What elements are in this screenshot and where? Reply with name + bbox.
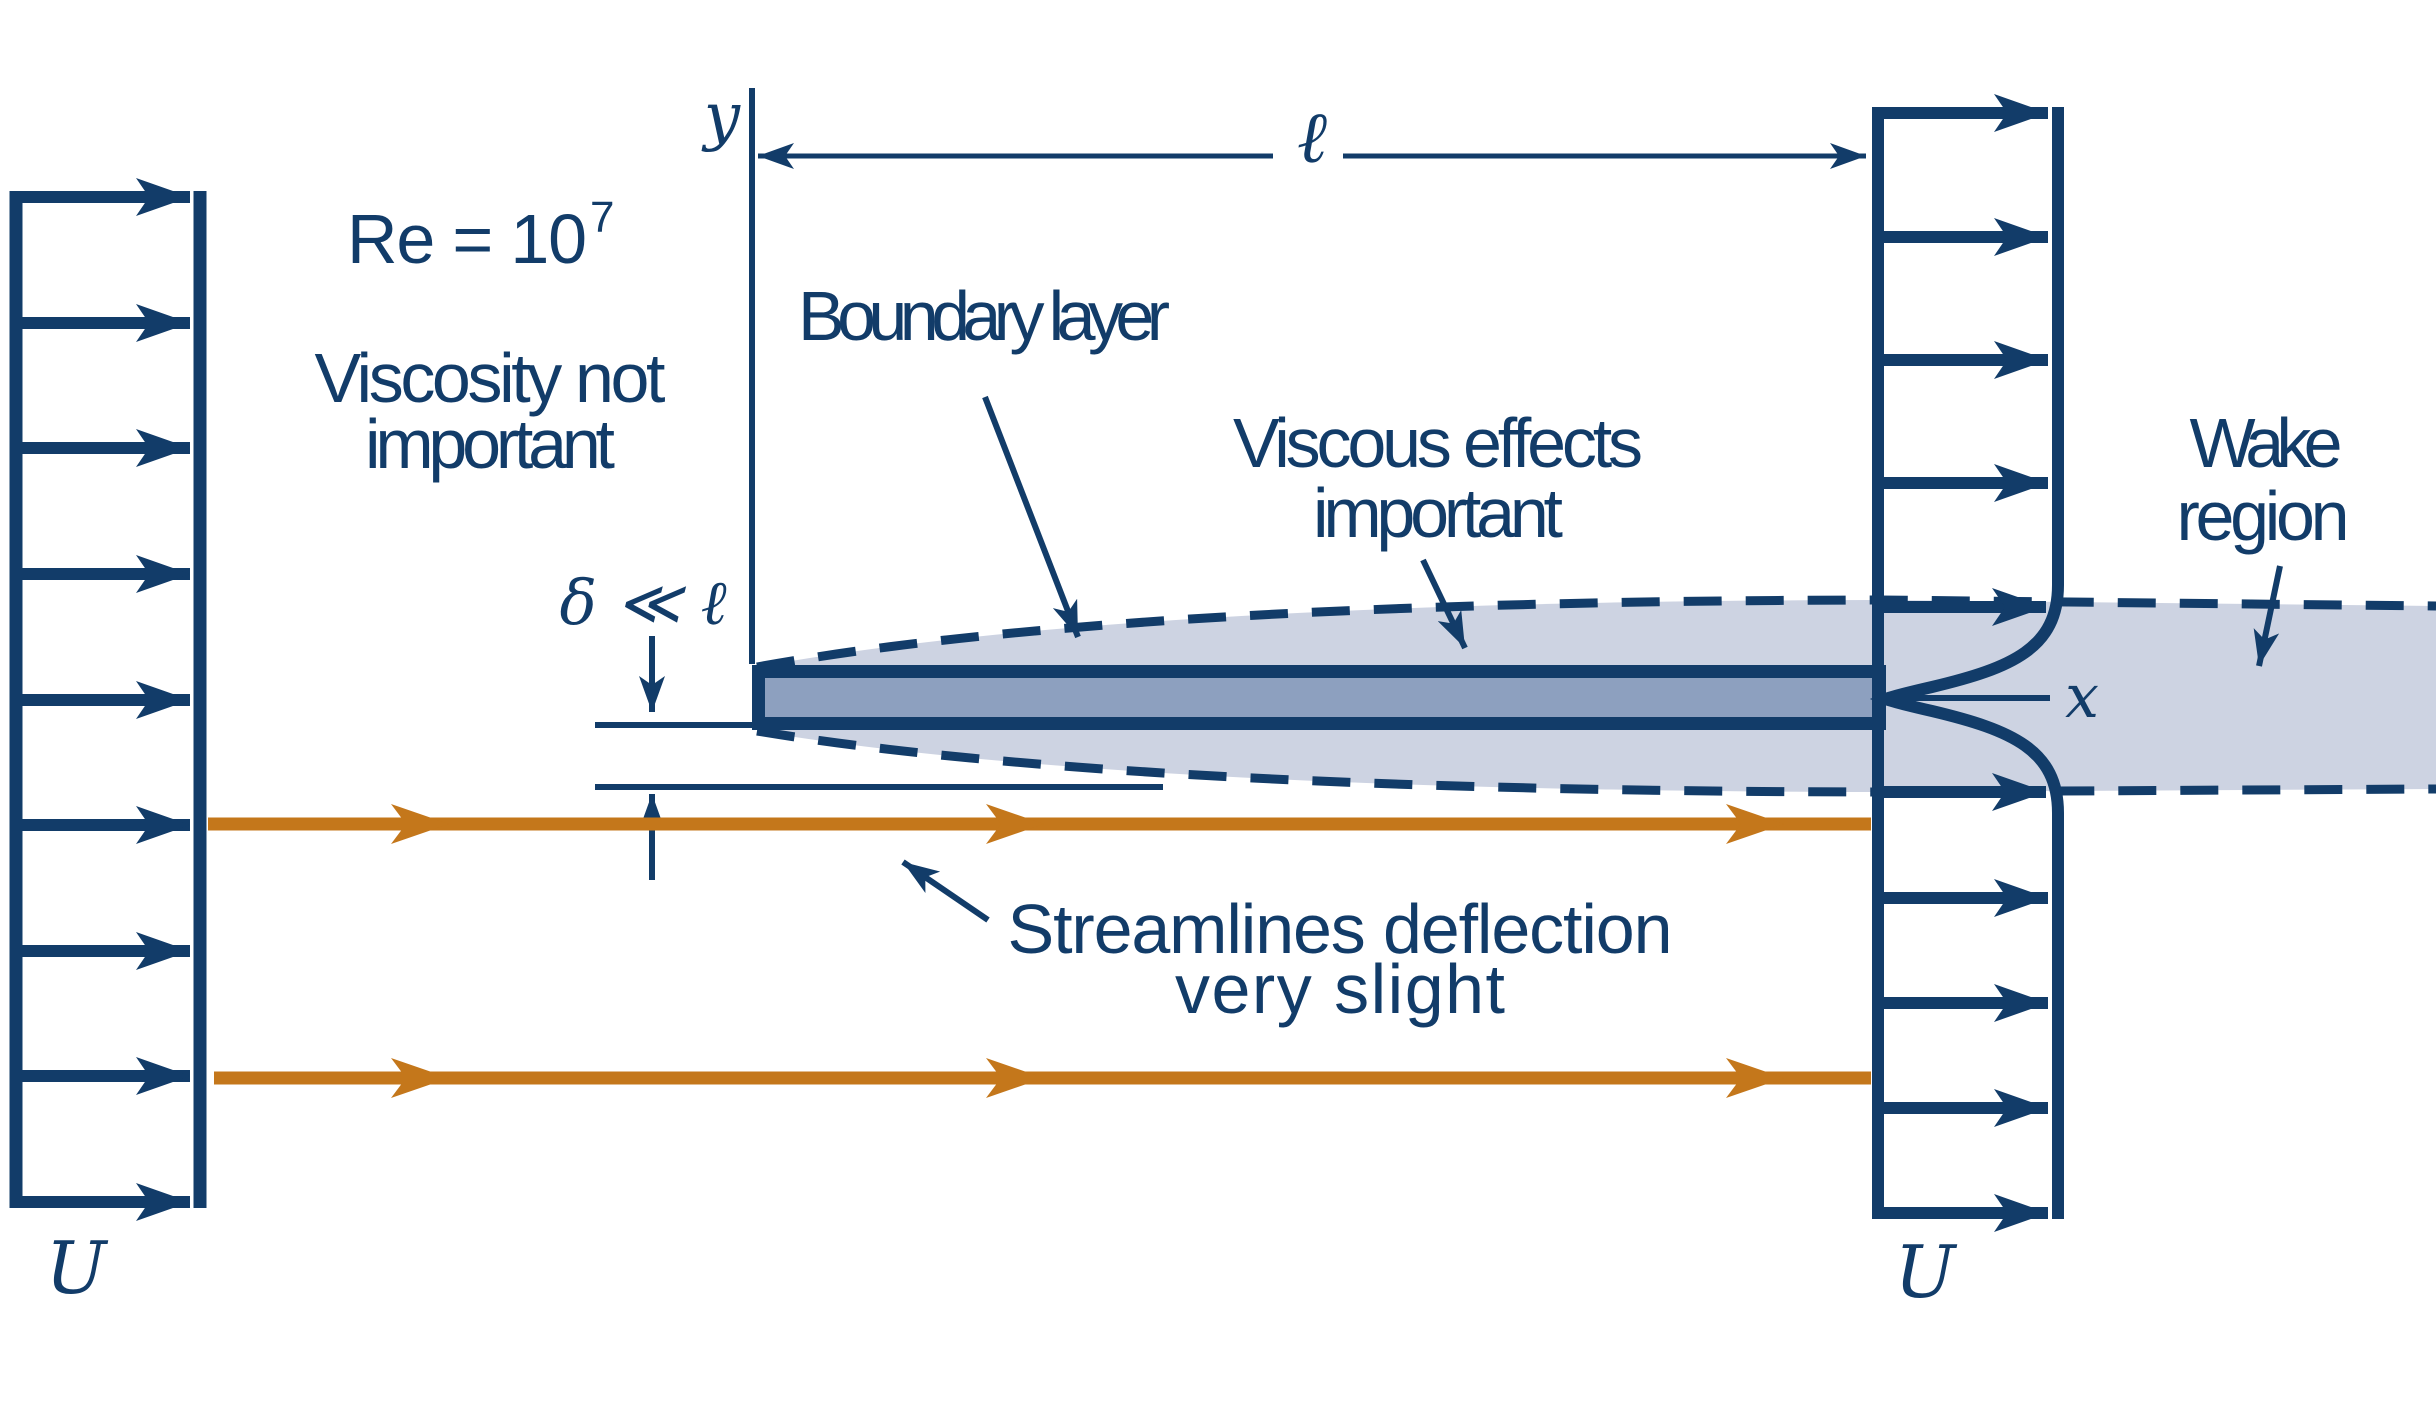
streamline-arrowhead <box>1726 1058 1784 1098</box>
upstream-velocity-profile <box>9 178 207 1221</box>
streamline-arrowhead <box>391 804 449 844</box>
downstream-velocity-profile <box>1869 94 2064 1232</box>
flat-plate <box>752 665 1886 730</box>
reynolds-exponent: 7 <box>590 193 614 242</box>
streamlines-deflection-line2: very slight <box>1175 950 1505 1028</box>
streamline-arrowhead <box>986 804 1044 844</box>
streamline-lower <box>214 1058 1871 1098</box>
streamlines-deflection-line1: Streamlines deflection <box>1008 890 1673 968</box>
x-axis-symbol: x <box>2065 662 2099 732</box>
y-axis-symbol: y <box>701 80 741 154</box>
boundary-layer-upper-edge <box>756 595 2436 672</box>
viscous-effects-leader-arrow <box>1420 558 1468 650</box>
plate-length-symbol: ℓ <box>1297 95 1327 179</box>
wake-region-line1: Wake <box>2190 404 2343 482</box>
streamlines-leader-arrow <box>901 859 990 923</box>
boundary-layer-lower-edge <box>756 726 2436 797</box>
wake-region-line2: region <box>2177 477 2350 555</box>
boundary-layer-label: Boundary layer <box>798 277 1170 355</box>
delta-relation-label: δ ≪ ℓ <box>560 566 727 639</box>
wake-velocity-profile-curve <box>1869 107 2064 1219</box>
viscous-effects-line1: Viscous effects <box>1233 404 1643 482</box>
streamline-arrowhead <box>1726 804 1784 844</box>
viscosity-note-line1: Viscosity not <box>315 339 666 417</box>
upstream-velocity-symbol: U <box>46 1226 109 1310</box>
viscosity-note-line2: important <box>365 405 615 483</box>
wake-region-leader-arrow <box>2253 565 2283 667</box>
downstream-velocity-symbol: U <box>1895 1230 1958 1314</box>
reynolds-number-label: Re = 10 <box>347 200 587 278</box>
streamline-arrowhead <box>986 1058 1044 1098</box>
streamline-upper <box>208 804 1871 844</box>
boundary-layer-leader-arrow <box>982 395 1081 639</box>
viscous-effects-line2: important <box>1313 474 1563 552</box>
streamline-arrowhead <box>391 1058 449 1098</box>
